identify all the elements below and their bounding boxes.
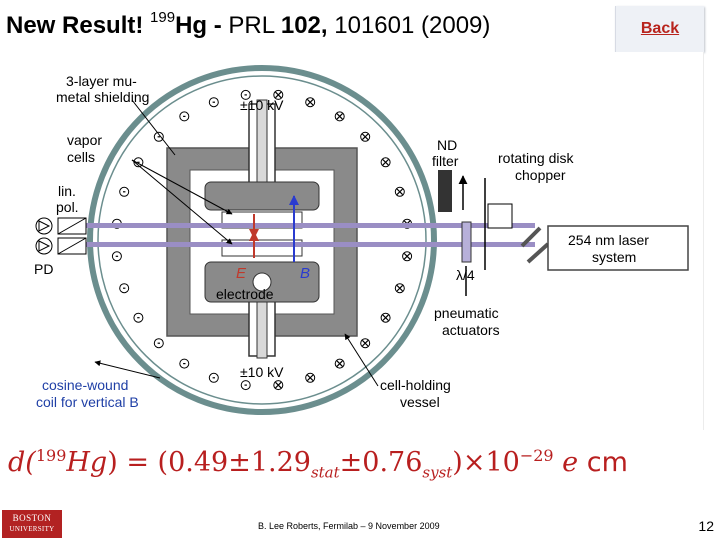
label-actuators-line2: actuators — [442, 322, 500, 338]
label-shielding-line1: 3-layer mu- — [66, 73, 137, 89]
electrode-ground — [252, 272, 272, 292]
quarter-wave-plate — [461, 221, 472, 263]
formula-stat: stat — [310, 463, 340, 482]
coil-wire-direction — [361, 133, 369, 141]
slide-title: New Result! 199Hg - PRL 102, 101601 (200… — [6, 9, 491, 40]
title-volume: 102, — [280, 12, 328, 39]
label-vessel-line2: vessel — [400, 394, 440, 410]
title-isotope-symbol: Hg - — [175, 12, 229, 39]
electrode-top — [204, 181, 320, 211]
formula-bar — [0, 430, 720, 500]
label-coil-line2: coil for vertical B — [36, 394, 139, 410]
formula-unit-e: e — [553, 447, 579, 478]
title-article: 101601 (2009) — [327, 12, 491, 39]
laser-beam-lower — [60, 242, 535, 247]
hv-rod-top — [256, 99, 268, 193]
title-prefix: New Result! — [6, 12, 151, 39]
label-lin-line1: lin. — [58, 183, 76, 199]
formula-unit-cm: cm — [578, 447, 628, 478]
label-electrode: electrode — [216, 286, 274, 302]
label-hv-top: ±10 kV — [240, 97, 284, 113]
coil-wire-marks — [111, 89, 413, 391]
label-nd-line2: filter — [432, 153, 459, 169]
label-laser-line1: 254 nm laser — [568, 232, 649, 248]
leader-vapor-lower — [131, 159, 233, 245]
leader-vessel — [344, 333, 379, 387]
photodiode-lower — [35, 237, 53, 255]
polarizer-lower-stripe — [57, 237, 87, 255]
label-pd: PD — [34, 261, 53, 277]
footer-credit: B. Lee Roberts, Fermilab – 9 November 20… — [258, 521, 440, 531]
apparatus-diagram-panel: 3-layer mu- metal shielding vapor cells … — [0, 52, 704, 430]
coil-wire-direction — [336, 113, 343, 120]
laser-beam-upper — [60, 223, 535, 228]
edm-formula: d(199Hg) = (0.49±1.29stat±0.76syst)×10−2… — [8, 446, 628, 481]
formula-symbol: Hg — [66, 447, 108, 478]
laser-system-box — [547, 225, 689, 271]
back-button[interactable]: Back — [615, 6, 704, 52]
label-actuators-line1: pneumatic — [434, 305, 499, 321]
formula-syst-value: ±0.76 — [339, 447, 423, 478]
back-button-label: Back — [640, 20, 680, 37]
label-b-field: B — [300, 265, 310, 282]
formula-value: ) = (0.49±1.29 — [107, 447, 311, 478]
title-isotope-mass: 199 — [150, 9, 176, 26]
label-chopper-line1: rotating disk — [498, 150, 574, 166]
coil-wire-direction — [396, 284, 404, 292]
mirror-upper — [520, 226, 542, 248]
vessel-inner-ring — [97, 75, 427, 405]
title-bar: New Result! 199Hg - PRL 102, 101601 (200… — [0, 0, 720, 52]
coil-wire-direction — [336, 360, 343, 367]
nd-filter — [438, 170, 452, 212]
apparatus-diagram: 3-layer mu- metal shielding vapor cells … — [34, 65, 689, 415]
leader-vapor-upper — [131, 159, 233, 215]
boston-university-logo: BOSTON UNIVERSITY — [2, 510, 62, 538]
label-e-field: E — [236, 265, 247, 282]
coil-wire-direction — [382, 159, 389, 166]
formula-mass: 199 — [35, 446, 67, 465]
label-vessel-line1: cell-holding — [380, 377, 451, 393]
label-quarter-wave: λ/4 — [456, 267, 475, 283]
leader-shielding — [131, 99, 176, 156]
coil-wire-direction — [382, 314, 389, 321]
logo-line2: UNIVERSITY — [9, 525, 55, 533]
label-nd-line1: ND — [437, 137, 457, 153]
page-number: 12 — [698, 518, 714, 534]
label-hv-bottom: ±10 kV — [240, 364, 284, 380]
formula-d: d( — [8, 447, 36, 478]
formula-exponent: −29 — [519, 446, 554, 465]
label-shielding-line2: metal shielding — [56, 89, 149, 105]
coil-wire-direction — [361, 339, 369, 347]
coil-wire-direction — [275, 381, 282, 389]
label-vapor-line1: vapor — [67, 132, 102, 148]
coil-wire-direction — [306, 98, 314, 106]
title-journal: PRL — [228, 12, 281, 39]
label-laser-line2: system — [592, 249, 636, 265]
polarizer-upper-stripe — [57, 217, 87, 235]
logo-line1: BOSTON — [12, 513, 52, 523]
mirror-lower — [526, 242, 550, 264]
coil-wire-direction — [306, 374, 314, 382]
label-chopper-line2: chopper — [515, 167, 566, 183]
leader-coil — [94, 360, 161, 379]
label-lin-line2: pol. — [56, 199, 79, 215]
label-coil-line1: cosine-wound — [42, 377, 128, 393]
formula-syst: syst — [422, 463, 453, 482]
photodiode-upper — [35, 217, 53, 235]
coil-wire-direction — [396, 188, 404, 196]
coil-wire-direction — [403, 253, 411, 260]
formula-times: )×10 — [452, 447, 520, 478]
label-vapor-line2: cells — [67, 149, 95, 165]
coil-wire-direction — [275, 91, 282, 99]
chopper-motor — [487, 203, 513, 229]
